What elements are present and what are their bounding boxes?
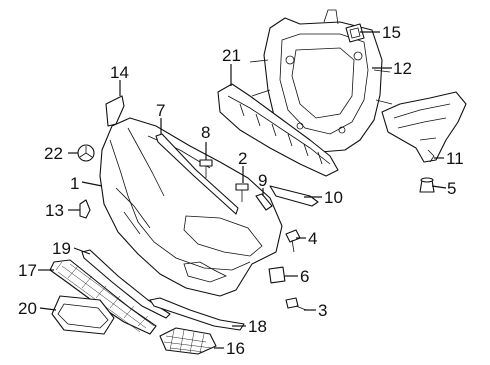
callout-20: 20	[18, 299, 37, 318]
callout-18: 18	[248, 317, 267, 336]
trim-piece-14	[105, 95, 125, 127]
callout-14: 14	[110, 63, 129, 82]
callout-1: 1	[70, 174, 80, 193]
bracket-part-15	[345, 23, 365, 43]
callout-16: 16	[226, 339, 245, 358]
callout-6: 6	[300, 267, 310, 286]
callout-15: 15	[382, 23, 401, 42]
clip-part-5	[419, 177, 435, 193]
bumper-cover-part	[99, 117, 283, 297]
bolt-part-3	[285, 297, 307, 311]
callout-8: 8	[201, 123, 211, 142]
trim-part-9	[255, 193, 273, 211]
lower-chrome-trim-18	[149, 297, 245, 331]
callout-17: 17	[18, 261, 37, 280]
cover-cap-part	[79, 199, 91, 219]
callout-12: 12	[393, 59, 412, 78]
callout-3: 3	[318, 301, 328, 320]
callout-11: 11	[446, 149, 464, 168]
lower-trim-19	[81, 249, 171, 319]
radiator-support-part	[249, 9, 393, 153]
lower-grille-17	[49, 259, 157, 335]
lower-center-grille-16	[159, 327, 217, 355]
bolt-part-4	[285, 229, 301, 253]
callout-7: 7	[156, 101, 166, 120]
impact-beam-part	[217, 83, 339, 177]
callout-19: 19	[52, 239, 71, 258]
callout-10: 10	[324, 188, 343, 207]
emblem-part	[77, 144, 95, 162]
side-bracket-part	[381, 91, 467, 163]
screw-part-2	[235, 183, 249, 202]
license-bracket-part	[51, 295, 115, 335]
callout-5: 5	[447, 179, 457, 198]
trim-part-10	[269, 185, 319, 207]
leader-lines	[38, 31, 447, 349]
trim-strip-7	[155, 133, 239, 215]
callout-2: 2	[238, 149, 248, 168]
screw-part-8	[199, 159, 213, 178]
callout-21: 21	[222, 46, 241, 65]
callout-13: 13	[45, 201, 64, 220]
callout-22: 22	[44, 144, 63, 163]
plate-part-6	[268, 266, 286, 284]
callout-9: 9	[258, 171, 268, 190]
callout-4: 4	[308, 229, 318, 248]
